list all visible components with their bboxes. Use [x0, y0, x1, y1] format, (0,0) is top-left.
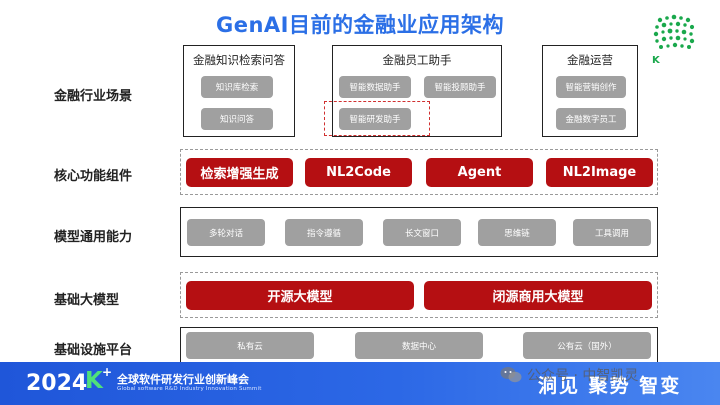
- capability-item: 多轮对话: [187, 219, 265, 246]
- highlight-frame: [324, 101, 430, 136]
- row-label-foundation: 基础大模型: [54, 293, 120, 308]
- watermark-text: 公众号 · 中智凯灵: [527, 368, 639, 384]
- watermark: 公众号 · 中智凯灵: [500, 365, 638, 385]
- footer-banner: 2024 K + 全球软件研发行业创新峰会 Global software R&…: [0, 362, 720, 405]
- group-title: 金融员工助手: [382, 53, 452, 67]
- scenario-item: 智能营销创作: [556, 76, 626, 98]
- wechat-icon: [500, 367, 522, 383]
- foundation-closed-source: 闭源商用大模型: [424, 281, 652, 310]
- infra-private-cloud: 私有云: [186, 332, 314, 359]
- scenario-item: 金融数字员工: [556, 108, 626, 130]
- scenario-item: 智能数据助手: [339, 76, 411, 98]
- component-agent: Agent: [426, 158, 533, 187]
- scenario-item: 智能投顾助手: [424, 76, 496, 98]
- row-label-capabilities: 模型通用能力: [54, 230, 133, 245]
- footer-k-logo: K: [85, 368, 103, 394]
- footer-slogan: 洞见 聚势 智变: [538, 375, 682, 397]
- footer-summit-name: 全球软件研发行业创新峰会: [117, 373, 249, 386]
- scenario-item: 智能研发助手: [339, 108, 411, 130]
- footer-plus: +: [102, 365, 113, 379]
- footer-summit-english: Global software R&D Industry Innovation …: [117, 386, 262, 392]
- row-label-scenario: 金融行业场景: [54, 89, 133, 104]
- k-plus-logo-icon: K: [652, 14, 695, 66]
- scenario-item: 知识问答: [201, 108, 273, 130]
- scenario-item: 知识库检索: [201, 76, 273, 98]
- capability-item: 工具调用: [573, 219, 651, 246]
- capability-item: 长文窗口: [383, 219, 461, 246]
- row-label-infra: 基础设施平台: [54, 343, 133, 358]
- row-label-components: 核心功能组件: [54, 169, 133, 184]
- capability-item: 思维链: [478, 219, 556, 246]
- component-rag: 检索增强生成: [186, 158, 293, 187]
- group-title: 金融知识检索问答: [193, 53, 285, 67]
- svg-text:K: K: [652, 55, 661, 66]
- page-title: GenAI目前的金融业应用架构: [216, 13, 504, 37]
- infra-public-cloud: 公有云（国外）: [523, 332, 651, 359]
- component-nl2code: NL2Code: [305, 158, 412, 187]
- footer-year: 2024: [26, 371, 88, 396]
- capability-item: 指令遵循: [285, 219, 363, 246]
- component-nl2image: NL2Image: [546, 158, 653, 187]
- group-title: 金融运营: [567, 53, 613, 67]
- infra-data-center: 数据中心: [355, 332, 483, 359]
- foundation-open-source: 开源大模型: [186, 281, 414, 310]
